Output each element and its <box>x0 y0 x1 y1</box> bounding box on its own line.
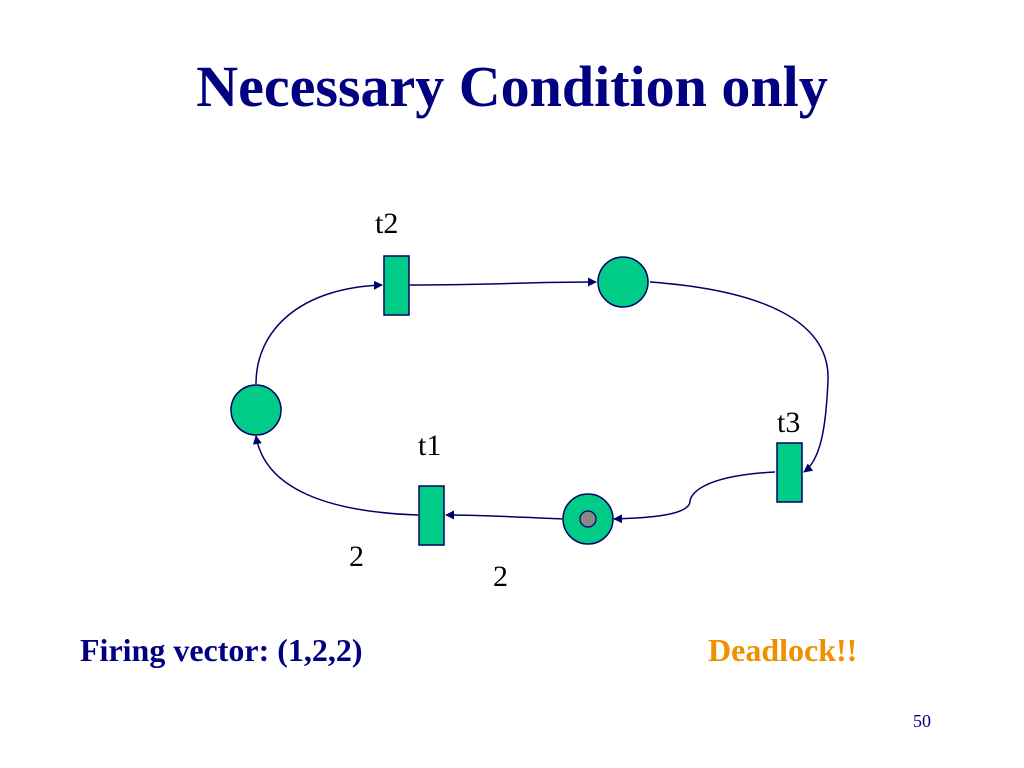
transition-t2 <box>383 255 410 316</box>
arc-weight-bottom: 2 <box>493 560 508 593</box>
firing-vector-text: Firing vector: (1,2,2) <box>80 632 363 668</box>
transition-t1 <box>418 485 445 546</box>
page-number: 50 <box>913 711 931 731</box>
arc-t1-to-left-place <box>252 435 419 516</box>
arc-bottom-place-to-t1 <box>445 510 563 520</box>
arc-weight-left: 2 <box>349 540 364 573</box>
label-t1: t1 <box>418 429 441 462</box>
arc-left-place-to-t2 <box>255 280 383 385</box>
slide-title: Necessary Condition only <box>196 54 828 119</box>
arc-t3-to-bottom-place <box>613 471 776 524</box>
label-t3: t3 <box>777 406 800 439</box>
place-top <box>597 256 649 308</box>
token <box>579 510 597 528</box>
place-left <box>230 384 282 436</box>
transition-t3 <box>776 442 803 503</box>
arc-t2-to-top-place <box>409 277 597 287</box>
arc-top-place-to-t3 <box>649 281 829 473</box>
label-t2: t2 <box>375 207 398 240</box>
deadlock-text: Deadlock!! <box>708 632 858 668</box>
